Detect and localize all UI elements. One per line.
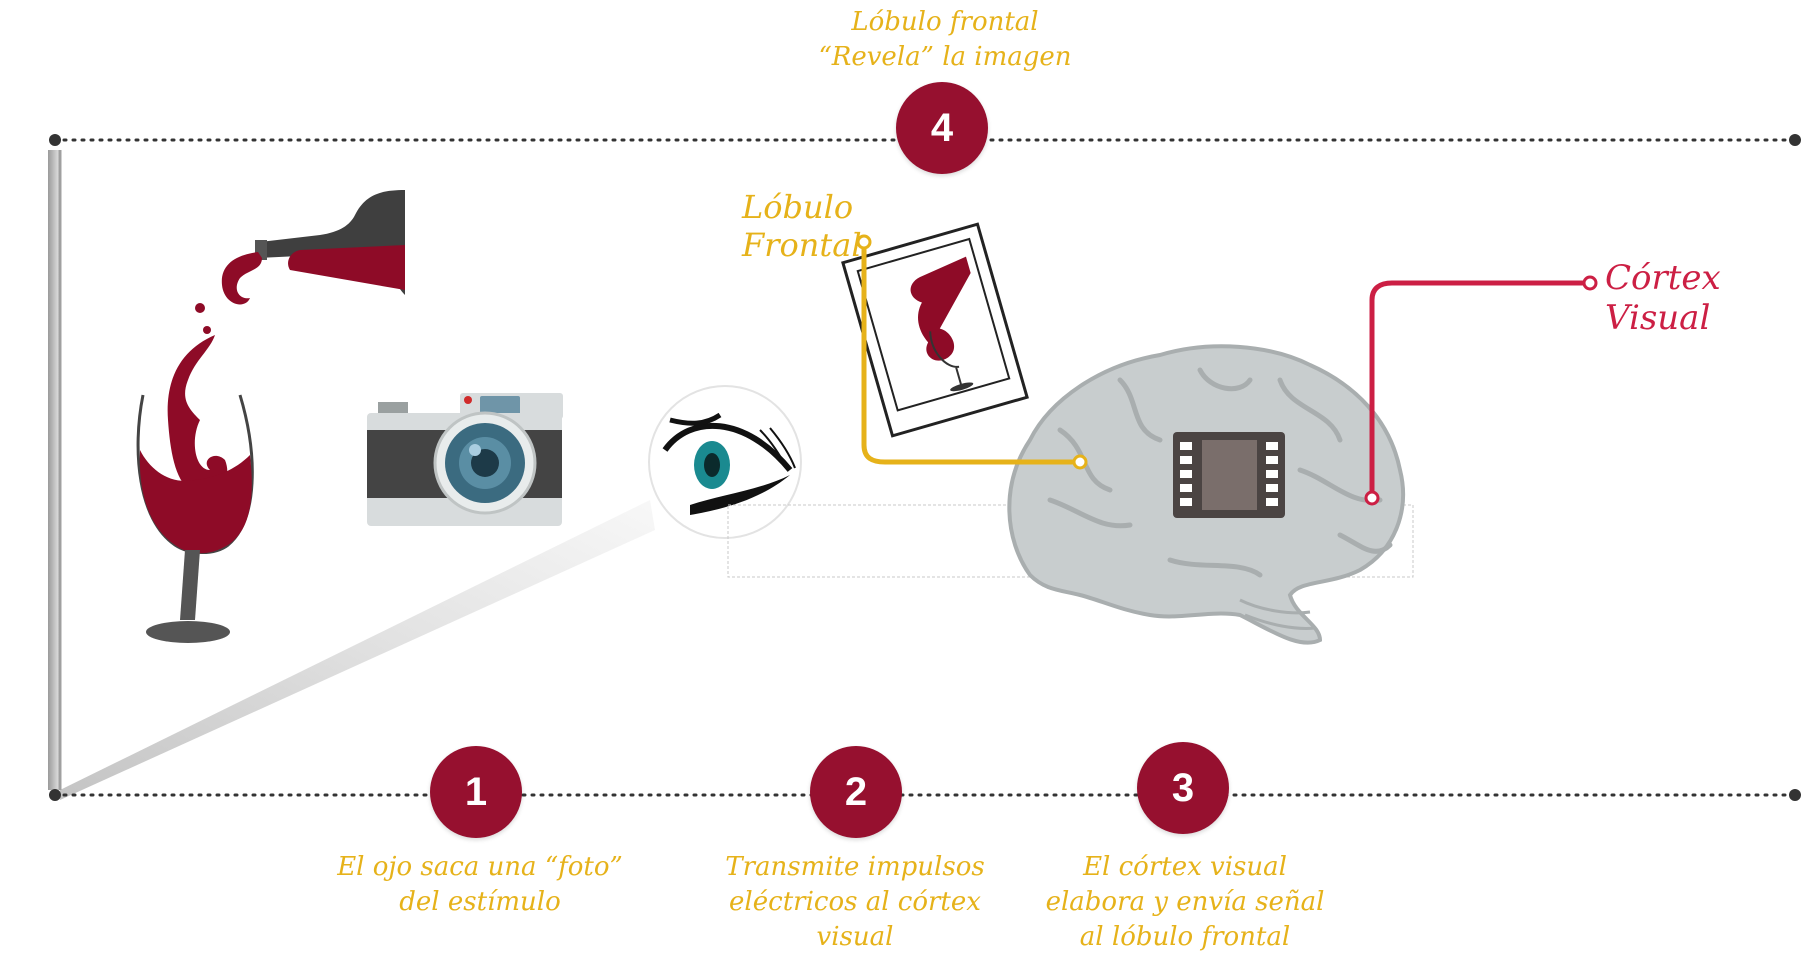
caption-line: elabora y envía señal	[1045, 887, 1325, 917]
film-frame-icon	[1173, 432, 1285, 518]
step-1-caption: El ojo saca una “foto” del estímulo	[320, 850, 640, 920]
wine-pour-icon	[136, 190, 405, 643]
bottom-timeline	[49, 789, 1801, 801]
caption-line: Lóbulo frontal	[851, 7, 1039, 37]
camera-icon	[367, 393, 563, 526]
visual-cortex-connector	[1364, 275, 1598, 506]
step-2-marker: 2	[810, 746, 902, 838]
eye-icon	[648, 385, 802, 539]
polaroid-photo-icon	[841, 222, 1029, 438]
step-4-caption: Lóbulo frontal “Revela” la imagen	[780, 5, 1110, 75]
step-2-caption: Transmite impulsos eléctricos al córtex …	[705, 850, 1005, 955]
step-4-marker: 4	[896, 82, 988, 174]
top-timeline	[49, 134, 1801, 146]
step-3-caption: El córtex visual elabora y envía señal a…	[1030, 850, 1340, 955]
caption-line: El córtex visual	[1083, 852, 1287, 882]
caption-line: eléctricos al córtex	[729, 887, 981, 917]
frontal-lobe-connector	[856, 234, 1088, 470]
caption-line: del estímulo	[399, 887, 561, 917]
step-1-marker: 1	[430, 746, 522, 838]
caption-line: “Revela” la imagen	[818, 42, 1072, 72]
caption-line: visual	[816, 922, 894, 952]
perspective-panel	[48, 150, 655, 800]
frontal-lobe-label: Lóbulo Frontal	[742, 188, 862, 264]
caption-line: al lóbulo frontal	[1079, 922, 1291, 952]
caption-line: Transmite impulsos	[725, 852, 985, 882]
visual-cortex-label: Córtex Visual	[1605, 258, 1721, 338]
caption-line: El ojo saca una “foto”	[337, 852, 623, 882]
step-3-marker: 3	[1137, 742, 1229, 834]
